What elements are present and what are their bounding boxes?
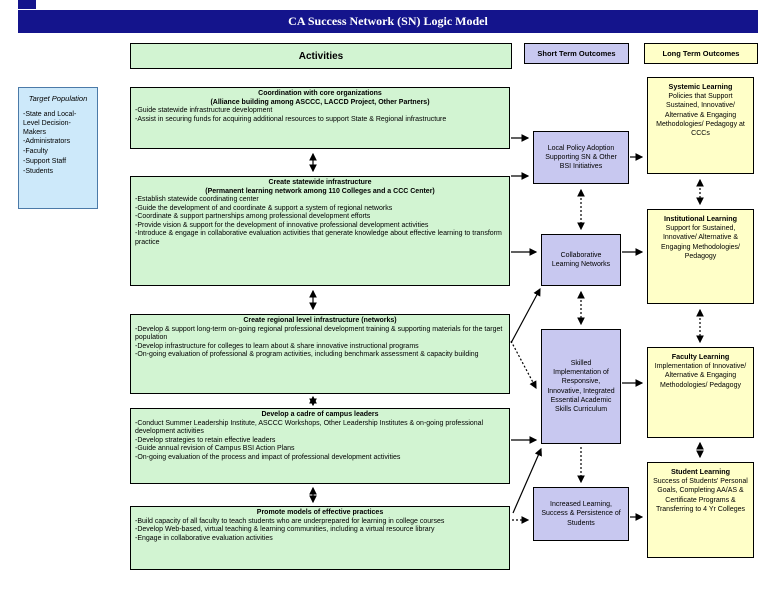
activity-bullet: -Develop strategies to retain effective … [135, 436, 276, 444]
activity-bullet: -Engage in collaborative evaluation acti… [135, 534, 273, 542]
target-population-item: -Administrators [23, 138, 71, 146]
long-term-outcomes-header: Long Term Outcomes [644, 43, 758, 64]
target-population-item: -Faculty [23, 148, 48, 155]
activity-title: Promote models of effective practices [256, 509, 384, 516]
activity-bullet: -Assist in securing funds for acquiring … [135, 115, 447, 123]
page-title: CA Success Network (SN) Logic Model [288, 14, 488, 28]
activity-box-regional-infrastructure: Create regional level infrastructure (ne… [130, 314, 510, 394]
activity-title: Create regional level infrastructure (ne… [243, 317, 397, 324]
long-term-box-systemic-learning: Systemic Learning Policies that Support … [647, 77, 754, 174]
long-term-body: Policies that Support Sustained, Innovat… [656, 93, 745, 137]
activity-box-statewide-infrastructure: Create statewide infrastructure (Permane… [130, 176, 510, 286]
long-term-box-faculty-learning: Faculty Learning Implementation of Innov… [647, 347, 754, 438]
activity-bullet: -Provide vision & support for the develo… [135, 221, 429, 229]
activity-bullet: -Guide the development of and coordinate… [135, 204, 393, 212]
short-term-label: Increased Learning, Success & Persistenc… [541, 501, 621, 527]
short-term-outcomes-header: Short Term Outcomes [524, 43, 629, 64]
activity-bullet: -Develop infrastructure for colleges to … [135, 342, 419, 350]
activity-title: Coordination with core organizations [258, 90, 382, 97]
activity-title: Develop a cadre of campus leaders [261, 411, 379, 418]
long-term-body: Implementation of Innovative/ Alternativ… [654, 363, 747, 389]
title-bar-tab [18, 0, 36, 9]
long-term-body: Success of Students' Personal Goals, Com… [653, 478, 748, 513]
activity-bullet: -Build capacity of all faculty to teach … [135, 517, 445, 525]
target-population-item: -State and Local-Level Decision-Makers [23, 111, 77, 136]
short-term-box-increased-learning: Increased Learning, Success & Persistenc… [533, 487, 629, 541]
long-term-header-label: Long Term Outcomes [662, 49, 740, 58]
title-bar: CA Success Network (SN) Logic Model [18, 10, 758, 33]
long-term-box-student-learning: Student Learning Success of Students' Pe… [647, 462, 754, 558]
activity-bullet: -On-going evaluation of the process and … [135, 453, 401, 461]
long-term-title: Institutional Learning [663, 214, 738, 223]
activity-subtitle: (Permanent learning network among 110 Co… [205, 187, 435, 195]
activity-box-campus-leaders: Develop a cadre of campus leaders -Condu… [130, 408, 510, 484]
short-term-label: Skilled Implementation of Responsive, In… [547, 360, 615, 413]
activity-box-coordination: Coordination with core organizations (Al… [130, 87, 510, 149]
activity-bullet: -Establish statewide coordinating center [135, 196, 259, 204]
activities-header: Activities [130, 43, 512, 69]
activity-bullet: -Develop & support long-term on-going re… [135, 325, 503, 342]
target-population-box: Target Population -State and Local-Level… [18, 87, 98, 209]
short-term-box-skilled-implementation: Skilled Implementation of Responsive, In… [541, 329, 621, 444]
activity-bullet: -Guide statewide infrastructure developm… [135, 107, 273, 115]
long-term-title: Systemic Learning [668, 82, 733, 91]
short-term-header-label: Short Term Outcomes [537, 49, 616, 58]
long-term-box-institutional-learning: Institutional Learning Support for Susta… [647, 209, 754, 304]
activity-bullet: -On-going evaluation of professional & p… [135, 351, 479, 359]
activity-title: Create statewide infrastructure [268, 179, 372, 186]
connector-activity3-skilled-implementation [510, 340, 537, 390]
long-term-title: Faculty Learning [671, 352, 730, 361]
connector-activity3-collaborative-networks [510, 287, 541, 344]
short-term-box-collaborative-networks: Collaborative Learning Networks [541, 234, 621, 286]
activity-bullet: -Introduce & engage in collaborative eva… [135, 230, 502, 246]
activity-bullet: -Develop Web-based, virtual teaching & l… [135, 526, 435, 534]
activity-bullet: -Guide annual revision of Campus BSI Act… [135, 445, 295, 453]
long-term-title: Student Learning [670, 467, 731, 476]
activity-box-effective-practices: Promote models of effective practices -B… [130, 506, 510, 570]
activity-bullet: -Coordinate & support partnerships among… [135, 213, 371, 221]
long-term-body: Support for Sustained, Innovative/ Alter… [660, 225, 740, 260]
target-population-title: Target Population [28, 94, 88, 103]
activities-header-label: Activities [298, 50, 344, 62]
activity-subtitle: (Alliance building among ASCCC, LACCD Pr… [210, 98, 430, 106]
activity-bullet: -Conduct Summer Leadership Institute, AS… [135, 419, 484, 436]
target-population-item: -Support Staff [23, 157, 67, 165]
short-term-label: Collaborative Learning Networks [551, 251, 611, 268]
short-term-box-local-policy: Local Policy Adoption Supporting SN & Ot… [533, 131, 629, 184]
short-term-label: Local Policy Adoption Supporting SN & Ot… [545, 144, 617, 171]
target-population-item: -Students [23, 167, 53, 175]
